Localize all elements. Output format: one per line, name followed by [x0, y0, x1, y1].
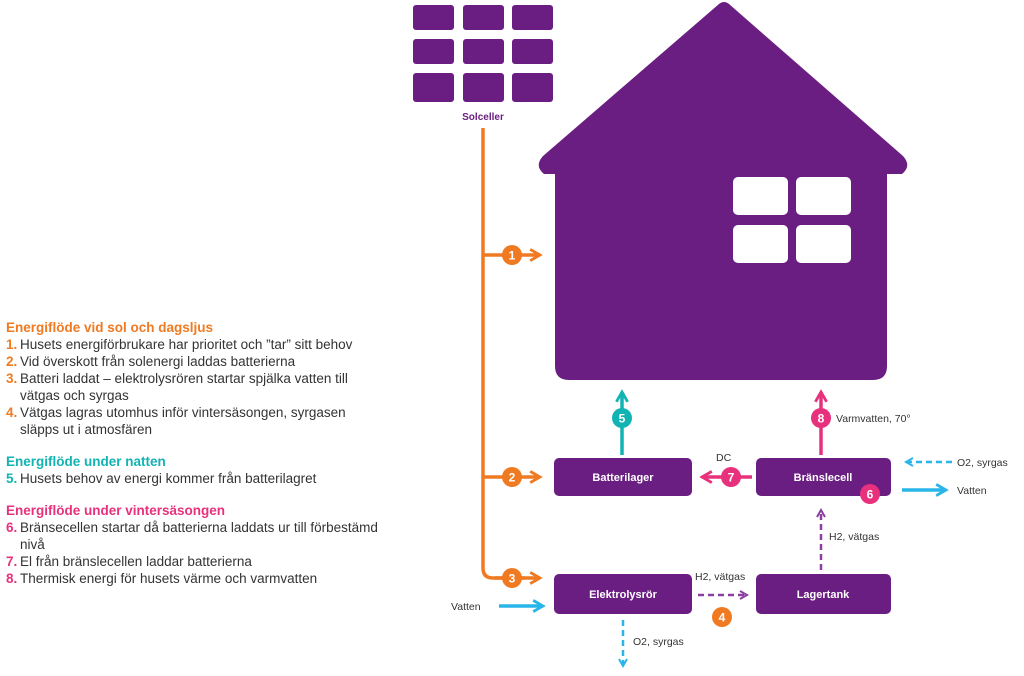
legend-item-number: 8. — [6, 571, 18, 586]
svg-text:8: 8 — [818, 412, 825, 426]
fuelcell-label: Bränslecell — [794, 472, 853, 484]
legend-item: 2.Vid överskott från solenergi laddas ba… — [6, 353, 386, 370]
legend-winter-heading: Energiflöde under vintersäsongen — [6, 503, 226, 518]
legend-item-text: Bränsecellen startar då batterierna ladd… — [20, 520, 378, 552]
legend-item-number: 1. — [6, 337, 18, 352]
legend-item: 8.Thermisk energi för husets värme och v… — [6, 570, 386, 587]
water-in-label: Vatten — [451, 601, 481, 613]
legend-day-group: Energiflöde vid sol och dagsljus 1.Huset… — [6, 319, 386, 438]
svg-text:7: 7 — [728, 471, 735, 485]
legend-day-heading: Energiflöde vid sol och dagsljus — [6, 320, 214, 335]
battery-label: Batterilager — [592, 472, 654, 484]
electrolyzer-box — [554, 574, 692, 614]
tank-label: Lagertank — [797, 589, 850, 601]
tank-box — [756, 574, 891, 614]
house-icon — [538, 2, 908, 380]
o2-bottom-label: O2, syrgas — [633, 636, 684, 648]
fuelcell-box — [756, 458, 891, 496]
legend-item-number: 4. — [6, 405, 18, 420]
electrolyzer-label: Elektrolysrör — [589, 589, 658, 601]
legend: Energiflöde vid sol och dagsljus 1.Huset… — [6, 319, 386, 602]
legend-item-number: 7. — [6, 554, 18, 569]
svg-text:3: 3 — [509, 572, 516, 586]
water-out-label: Vatten — [957, 485, 987, 497]
legend-night-group: Energiflöde under natten 5.Husets behov … — [6, 453, 386, 487]
solar-label: Solceller — [462, 112, 504, 123]
battery-box — [554, 458, 692, 496]
legend-item: 3.Batteri laddat – elektrolysrören start… — [6, 370, 386, 404]
legend-item: 5.Husets behov av energi kommer från bat… — [6, 470, 386, 487]
legend-item-number: 2. — [6, 354, 18, 369]
legend-night-heading: Energiflöde under natten — [6, 454, 166, 469]
hot-water-label: Varmvatten, 70° — [836, 413, 911, 425]
legend-item-text: Husets energiförbrukare har prioritet oc… — [20, 337, 353, 352]
badge-2: 2 — [502, 467, 522, 487]
svg-text:5: 5 — [619, 412, 626, 426]
svg-text:4: 4 — [719, 611, 726, 625]
h2-vertical-label: H2, vätgas — [829, 531, 879, 543]
legend-item: 4.Vätgas lagras utomhus inför vintersäso… — [6, 404, 386, 438]
badge-4: 4 — [712, 607, 732, 627]
dc-label: DC — [716, 452, 732, 464]
badge-5: 5 — [612, 408, 632, 428]
badge-1: 1 — [502, 245, 522, 265]
solar-panel-icon — [413, 5, 553, 102]
solar-power-line — [481, 128, 543, 585]
badge-3: 3 — [502, 568, 522, 588]
legend-item-text: Vätgas lagras utomhus inför vintersäsong… — [20, 405, 346, 437]
legend-item-number: 6. — [6, 520, 18, 535]
legend-item-text: Thermisk energi för husets värme och var… — [20, 571, 318, 586]
legend-item: 1.Husets energiförbrukare har prioritet … — [6, 336, 386, 353]
o2-fuelcell-label: O2, syrgas — [957, 457, 1008, 469]
svg-text:1: 1 — [509, 249, 516, 263]
legend-item-text: Vid överskott från solenergi laddas batt… — [20, 354, 296, 369]
badge-8: 8 — [811, 408, 831, 428]
legend-item-number: 5. — [6, 471, 18, 486]
badge-6: 6 — [860, 484, 880, 504]
legend-item-text: Batteri laddat – elektrolysrören startar… — [20, 371, 348, 403]
legend-item-text: El från bränslecellen laddar batterierna — [20, 554, 252, 569]
legend-item-text: Husets behov av energi kommer från batte… — [20, 471, 317, 486]
svg-text:6: 6 — [867, 488, 874, 502]
legend-winter-group: Energiflöde under vintersäsongen 6.Bräns… — [6, 502, 386, 587]
legend-item-number: 3. — [6, 371, 18, 386]
legend-item: 7.El från bränslecellen laddar batterier… — [6, 553, 386, 570]
h2-horizontal-label: H2, vätgas — [695, 571, 745, 583]
legend-item: 6.Bränsecellen startar då batterierna la… — [6, 519, 386, 553]
svg-text:2: 2 — [509, 471, 516, 485]
badge-7: 7 — [721, 467, 741, 487]
